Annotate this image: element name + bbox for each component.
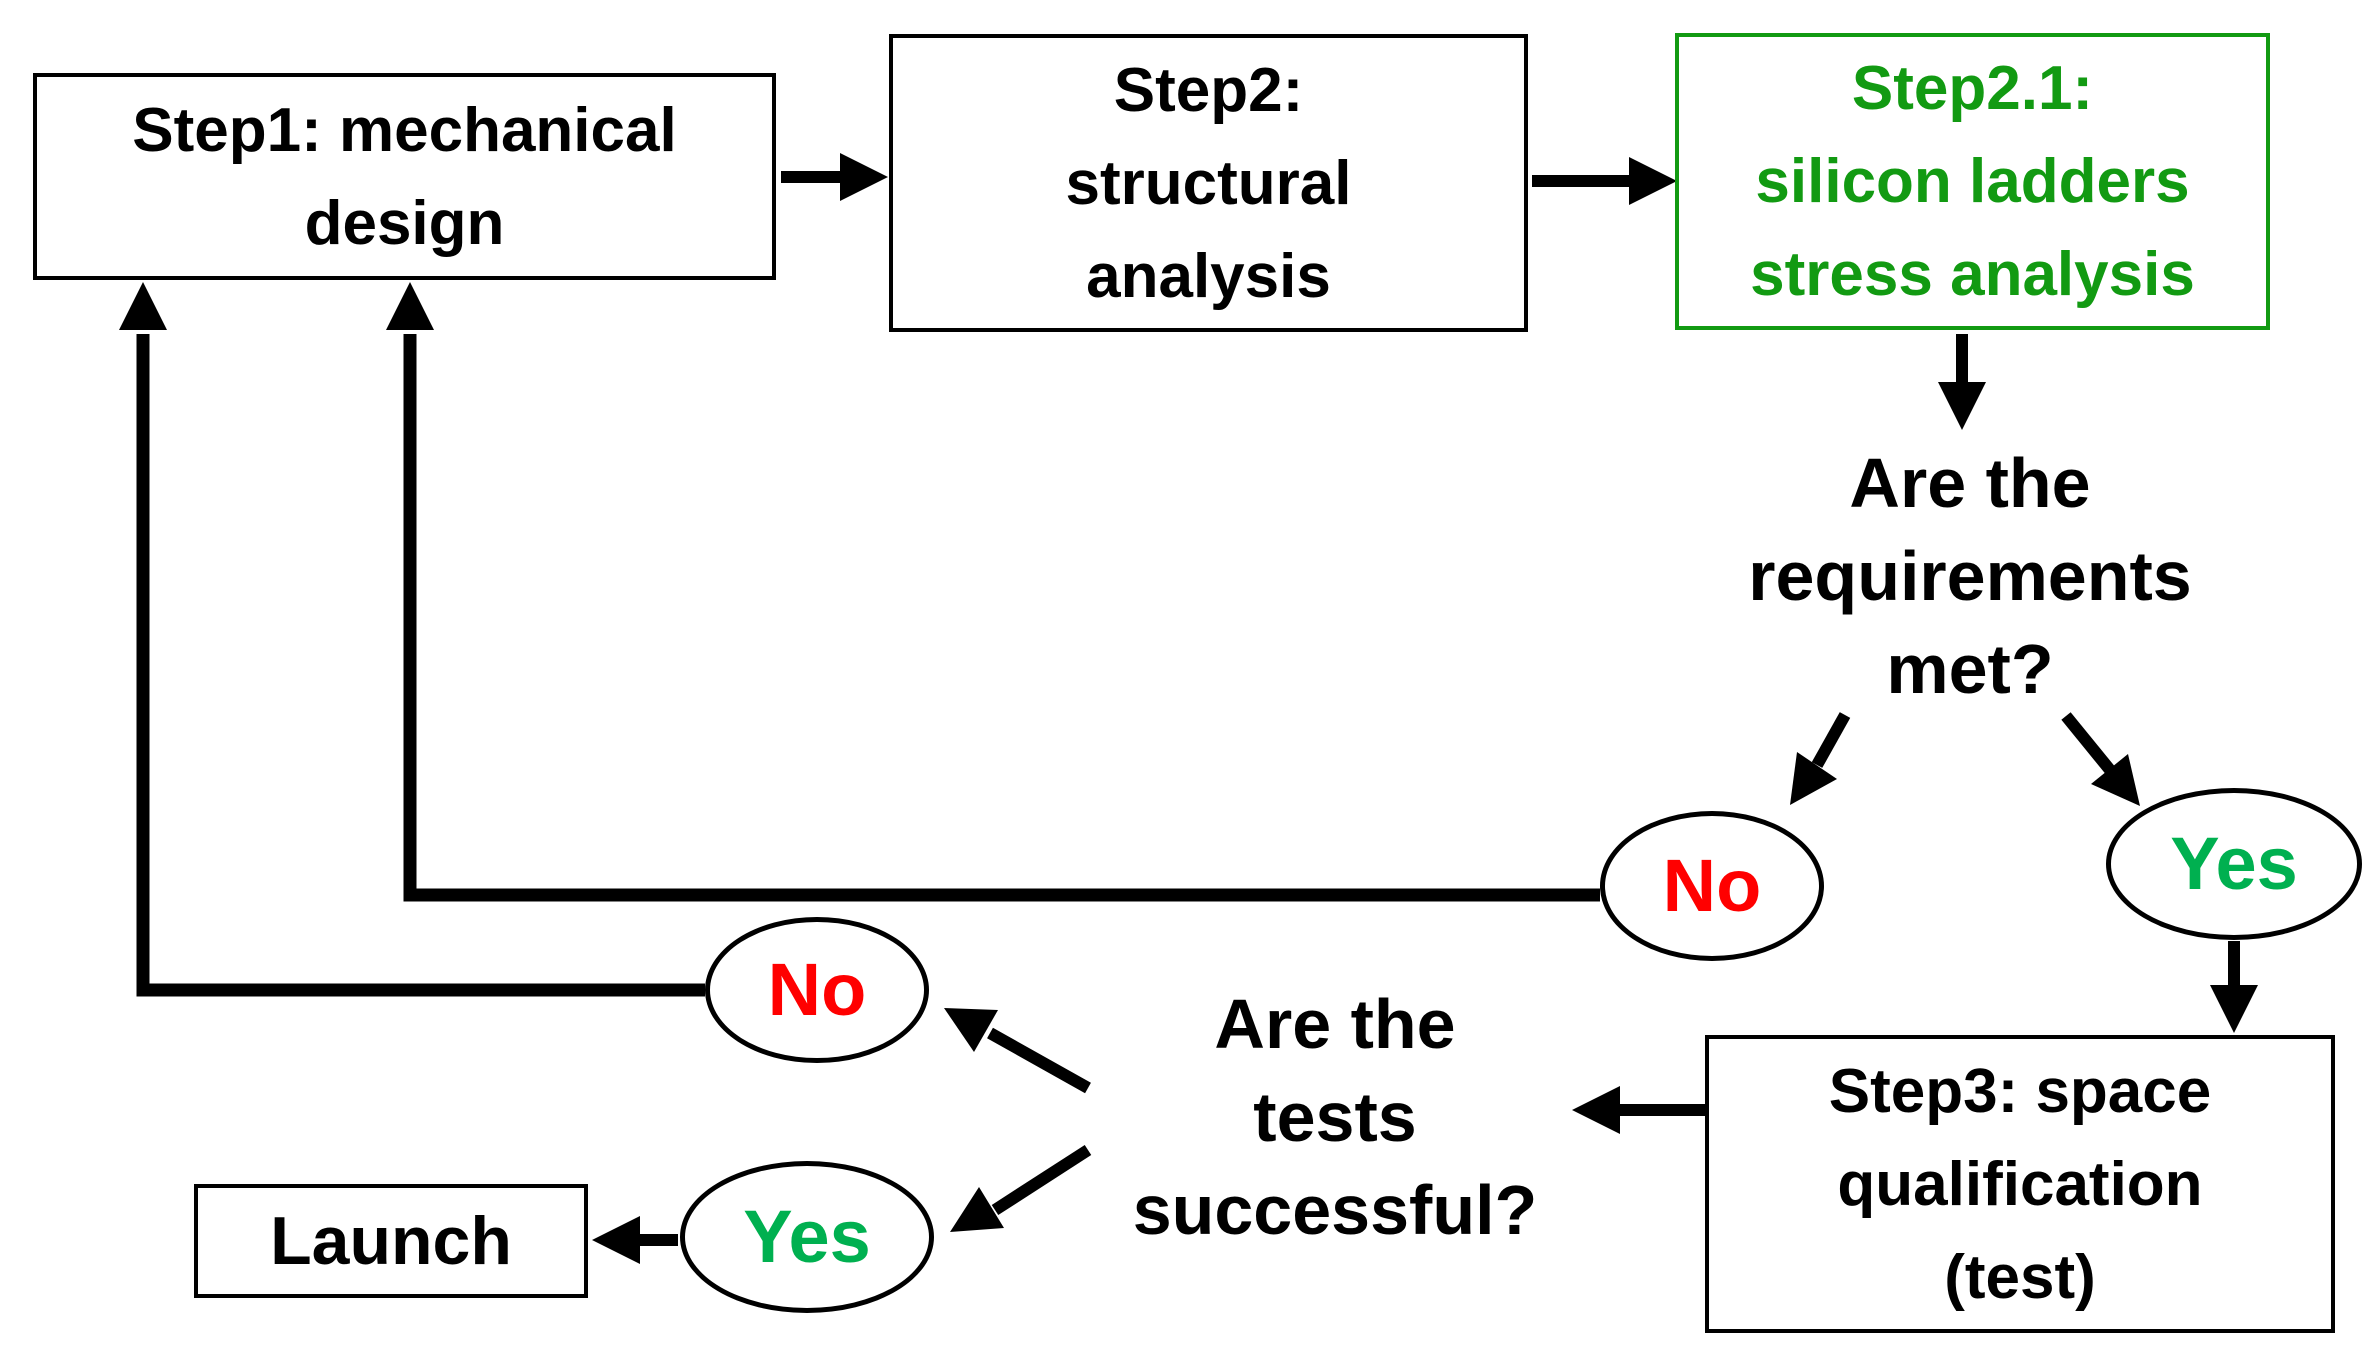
arrow-step1-to-step2 <box>781 153 888 201</box>
node-step3-space-qualification: Step3: space qualification (test) <box>1705 1035 2335 1333</box>
decision-requirements-yes: Yes <box>2106 788 2362 940</box>
node-step1-label: Step1: mechanical design <box>132 95 677 258</box>
node-step1-mechanical-design: Step1: mechanical design <box>33 73 776 280</box>
arrow-tests-to-yes <box>950 1144 1092 1232</box>
arrow-tests-to-no <box>944 1008 1091 1094</box>
decision-tests-yes-label: Yes <box>743 1195 871 1278</box>
decision-requirements-no: No <box>1600 811 1824 961</box>
node-step2-1-label: Step2.1: silicon ladders stress analysis <box>1750 54 2195 309</box>
decision-requirements-yes-label: Yes <box>2170 822 2298 905</box>
arrow-req-yes-to-step3 <box>2210 941 2258 1033</box>
arrow-step2-1-to-requirements <box>1938 334 1986 430</box>
question-requirements-met: Are the requirements met? <box>1748 444 2192 708</box>
decision-tests-no-label: No <box>767 948 867 1031</box>
arrow-test-yes-to-launch <box>592 1216 678 1264</box>
question-tests-successful: Are the tests successful? <box>1132 985 1538 1249</box>
node-step3-label: Step3: space qualification (test) <box>1828 1056 2212 1312</box>
arrow-step2-to-step2-1 <box>1532 157 1677 205</box>
line-req-no-to-step1 <box>386 282 1600 902</box>
line-test-no-to-step1 <box>119 282 705 997</box>
node-step2-label: Step2: structural analysis <box>1065 55 1352 311</box>
node-step2-1-silicon-ladders-stress-analysis: Step2.1: silicon ladders stress analysis <box>1675 33 2270 330</box>
arrow-step3-to-tests <box>1572 1086 1705 1134</box>
arrow-requirements-to-no <box>1790 712 1851 805</box>
arrow-requirements-to-yes <box>2061 712 2140 806</box>
decision-tests-no: No <box>705 917 929 1063</box>
decision-tests-yes: Yes <box>680 1161 934 1313</box>
node-launch-label: Launch <box>270 1202 512 1279</box>
node-step2-structural-analysis: Step2: structural analysis <box>889 34 1528 332</box>
decision-requirements-no-label: No <box>1662 844 1762 927</box>
node-launch: Launch <box>194 1184 588 1298</box>
